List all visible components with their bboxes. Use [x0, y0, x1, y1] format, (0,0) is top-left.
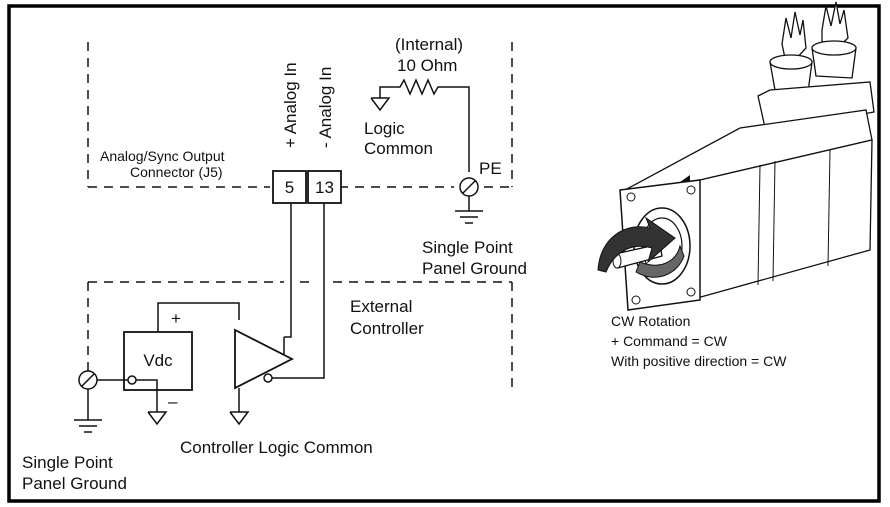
- left-ground-terminal: [74, 370, 168, 433]
- vdc-label: Vdc: [143, 351, 173, 370]
- wire-vdc-plus: [157, 302, 240, 332]
- logic-common-line2: Common: [364, 139, 433, 158]
- vdc-plus-label: +: [171, 309, 181, 328]
- pe-label: PE: [479, 159, 502, 178]
- resistor-symbol: [370, 78, 470, 172]
- pe-terminal-symbol: [455, 177, 483, 224]
- logic-common-line1: Logic: [364, 119, 405, 138]
- resistor-value-label: 10 Ohm: [397, 56, 457, 75]
- analog-in-positive-label: + Analog In: [281, 62, 300, 148]
- analog-in-negative-label: - Analog In: [316, 67, 335, 148]
- controller-enclosure: [87, 281, 513, 392]
- pin-13-label: 13: [315, 178, 334, 197]
- amp-ground-symbol: [229, 411, 250, 426]
- external-controller-line1: External: [350, 297, 412, 316]
- servo-motor-illustration: [597, 1, 875, 311]
- controller-logic-common-label: Controller Logic Common: [180, 438, 373, 457]
- single-point-ground-right-line2: Panel Ground: [422, 259, 527, 278]
- amplifier-symbol: [234, 328, 294, 390]
- connector-enclosure: [87, 42, 513, 188]
- pin-5-label: 5: [285, 178, 294, 197]
- vdc-minus-label: –: [168, 392, 178, 411]
- single-point-ground-right-line1: Single Point: [422, 238, 513, 257]
- single-point-ground-left-line2: Panel Ground: [22, 474, 127, 493]
- motor-caption-line2: + Command = CW: [611, 333, 728, 349]
- amp-negative-node: [263, 373, 273, 383]
- motor-caption-line1: CW Rotation: [611, 313, 690, 329]
- wire-pin13: [272, 203, 325, 379]
- figure-frame: [7, 4, 881, 503]
- connector-label-line2: Connector (J5): [130, 164, 223, 180]
- wire-pin5: [284, 203, 292, 338]
- motor-caption-line3: With positive direction = CW: [611, 353, 787, 369]
- external-controller-line2: Controller: [350, 319, 424, 338]
- connector-label-line1: Analog/Sync Output: [100, 148, 225, 164]
- single-point-ground-left-line1: Single Point: [22, 453, 113, 472]
- internal-label: (Internal): [395, 35, 463, 54]
- terminal-block: [272, 170, 342, 204]
